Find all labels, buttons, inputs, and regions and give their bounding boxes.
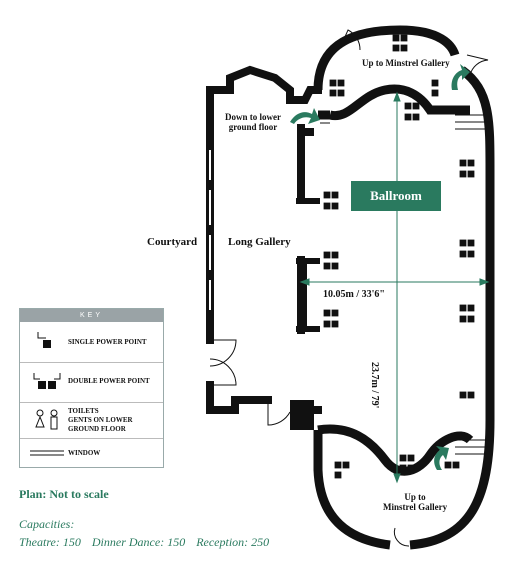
ballroom-label: Ballroom bbox=[351, 181, 441, 211]
power-point-icon bbox=[459, 391, 475, 399]
pillars bbox=[290, 128, 320, 430]
toilets-icon bbox=[35, 409, 58, 430]
capacities-line: Theatre: 150 Dinner Dance: 150 Reception… bbox=[19, 535, 277, 550]
capacities-title: Capacities: bbox=[19, 517, 75, 531]
power-point-icon bbox=[323, 191, 339, 210]
power-point-icon bbox=[329, 79, 345, 97]
power-point-icon bbox=[459, 159, 475, 178]
power-point-icon bbox=[444, 461, 460, 469]
capacity-theatre: Theatre: 150 bbox=[19, 535, 81, 549]
power-point-icon bbox=[334, 461, 350, 479]
key-legend: KEY SINGLE POWER POINT DOUBLE POWER POIN… bbox=[19, 308, 164, 468]
power-point-icon bbox=[323, 251, 339, 270]
key-row-toilets: TOILETS GENTS ON LOWER GROUND FLOOR bbox=[20, 402, 163, 439]
power-point-icon bbox=[431, 79, 439, 97]
power-point-icon bbox=[399, 454, 415, 472]
plan-note: Plan: Not to scale bbox=[19, 487, 109, 501]
power-point-icon bbox=[459, 304, 475, 323]
length-dimension: 23.7m / 79' bbox=[369, 360, 380, 411]
key-row-window: WINDOW bbox=[20, 438, 163, 468]
power-point-icon bbox=[404, 102, 420, 121]
capacity-dinner: Dinner Dance: 150 bbox=[91, 535, 186, 549]
courtyard-label: Courtyard bbox=[147, 236, 198, 248]
key-title: KEY bbox=[20, 309, 163, 322]
key-row-single: SINGLE POWER POINT bbox=[20, 322, 163, 362]
up-minstrel-bottom-label: Up to Minstrel Gallery bbox=[383, 492, 448, 512]
stairs bbox=[320, 114, 485, 455]
window-icon bbox=[30, 450, 64, 456]
power-point-icon bbox=[459, 239, 475, 258]
long-gallery-label: Long Gallery bbox=[228, 236, 291, 248]
power-point-icon bbox=[323, 309, 339, 328]
power-points bbox=[323, 34, 475, 479]
ballroom-walls bbox=[313, 25, 495, 550]
width-dimension: 10.05m / 33'6" bbox=[321, 289, 387, 300]
up-minstrel-top-label: Up to Minstrel Gallery bbox=[362, 58, 450, 68]
stair-arrows bbox=[290, 64, 470, 470]
power-point-icon bbox=[392, 34, 408, 52]
single-power-icon bbox=[37, 332, 51, 348]
capacity-reception: Reception: 250 bbox=[196, 535, 270, 549]
double-power-icon bbox=[33, 373, 61, 389]
key-row-double: DOUBLE POWER POINT bbox=[20, 362, 163, 403]
dimension-lines bbox=[299, 91, 490, 484]
down-lower-label: Down to lower ground floor bbox=[225, 112, 281, 132]
